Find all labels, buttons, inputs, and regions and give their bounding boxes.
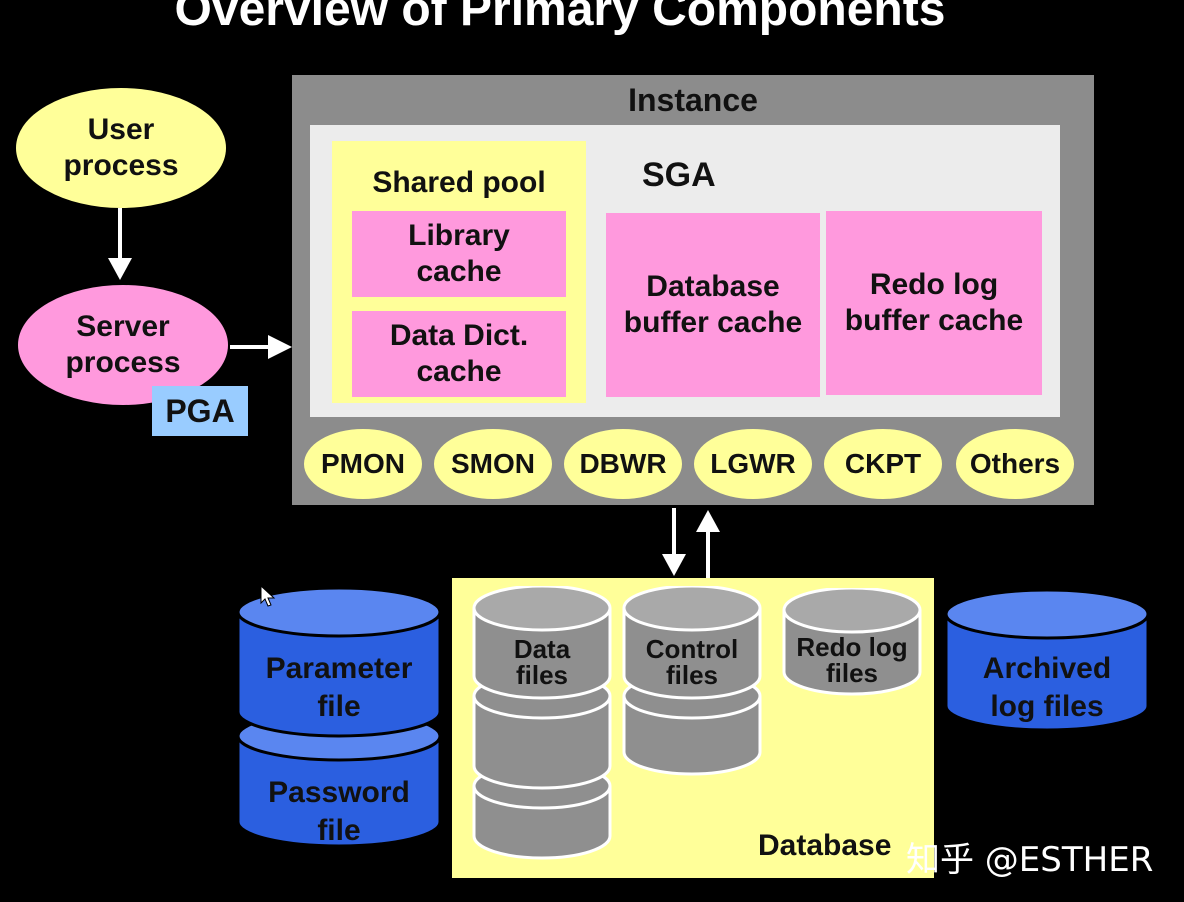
cursor-icon bbox=[260, 585, 276, 607]
process-pmon: PMON bbox=[304, 429, 422, 499]
sga-area: SGA Shared pool Library cache Data Dict.… bbox=[310, 125, 1060, 417]
control-files-cylinder: Control files bbox=[622, 586, 762, 786]
shared-pool: Shared pool Library cache Data Dict. cac… bbox=[332, 141, 586, 403]
parameter-password-cylinder-shape bbox=[236, 588, 442, 848]
arrow-user-to-server bbox=[108, 208, 132, 280]
archived-log-files-cylinder: Archived log files bbox=[944, 588, 1150, 734]
sga-label: SGA bbox=[642, 156, 716, 194]
redo-log-buffer-cache: Redo log buffer cache bbox=[826, 211, 1042, 395]
shared-pool-label: Shared pool bbox=[372, 166, 546, 199]
watermark: 知乎 @ESTHER bbox=[906, 840, 1154, 880]
instance-label: Instance bbox=[628, 82, 758, 118]
control-files-cylinder-shape bbox=[622, 586, 762, 776]
redo-log-files-cylinder: Redo log files bbox=[782, 588, 922, 698]
archived-log-files-label: Archived log files bbox=[982, 652, 1112, 723]
server-process: Server process bbox=[18, 285, 228, 405]
data-files-cylinder: Data files bbox=[472, 586, 612, 868]
redo-log-files-cylinder-shape bbox=[782, 588, 922, 696]
archived-log-files-cylinder-shape bbox=[944, 588, 1150, 732]
process-smon: SMON bbox=[434, 429, 552, 499]
control-files-label: Control files bbox=[645, 634, 739, 690]
database-label: Database bbox=[758, 829, 892, 862]
process-dbwr: DBWR bbox=[564, 429, 682, 499]
data-dict-cache: Data Dict. cache bbox=[352, 311, 566, 397]
user-process: User process bbox=[16, 88, 226, 208]
process-ckpt: CKPT bbox=[824, 429, 942, 499]
redo-log-files-label: Redo log files bbox=[796, 632, 908, 688]
instance-box: Instance SGA Shared pool Library cache D… bbox=[292, 75, 1094, 505]
arrows-instance-database bbox=[662, 508, 720, 578]
process-lgwr: LGWR bbox=[694, 429, 812, 499]
library-cache: Library cache bbox=[352, 211, 566, 297]
process-others: Others bbox=[956, 429, 1074, 499]
parameter-password-cylinders: Parameter file Password file bbox=[236, 588, 442, 848]
page-title: Overview of Primary Components bbox=[174, 0, 946, 36]
arrow-server-to-instance bbox=[230, 335, 292, 359]
data-files-label: Data files bbox=[513, 634, 571, 690]
parameter-file-label: Parameter file bbox=[265, 652, 413, 723]
password-file-label: Password file bbox=[268, 776, 410, 847]
pga-label: PGA bbox=[152, 386, 248, 436]
database-box: Database Data files Control files bbox=[452, 578, 934, 878]
database-buffer-cache: Database buffer cache bbox=[606, 213, 820, 397]
data-files-cylinder-shape bbox=[472, 586, 612, 860]
